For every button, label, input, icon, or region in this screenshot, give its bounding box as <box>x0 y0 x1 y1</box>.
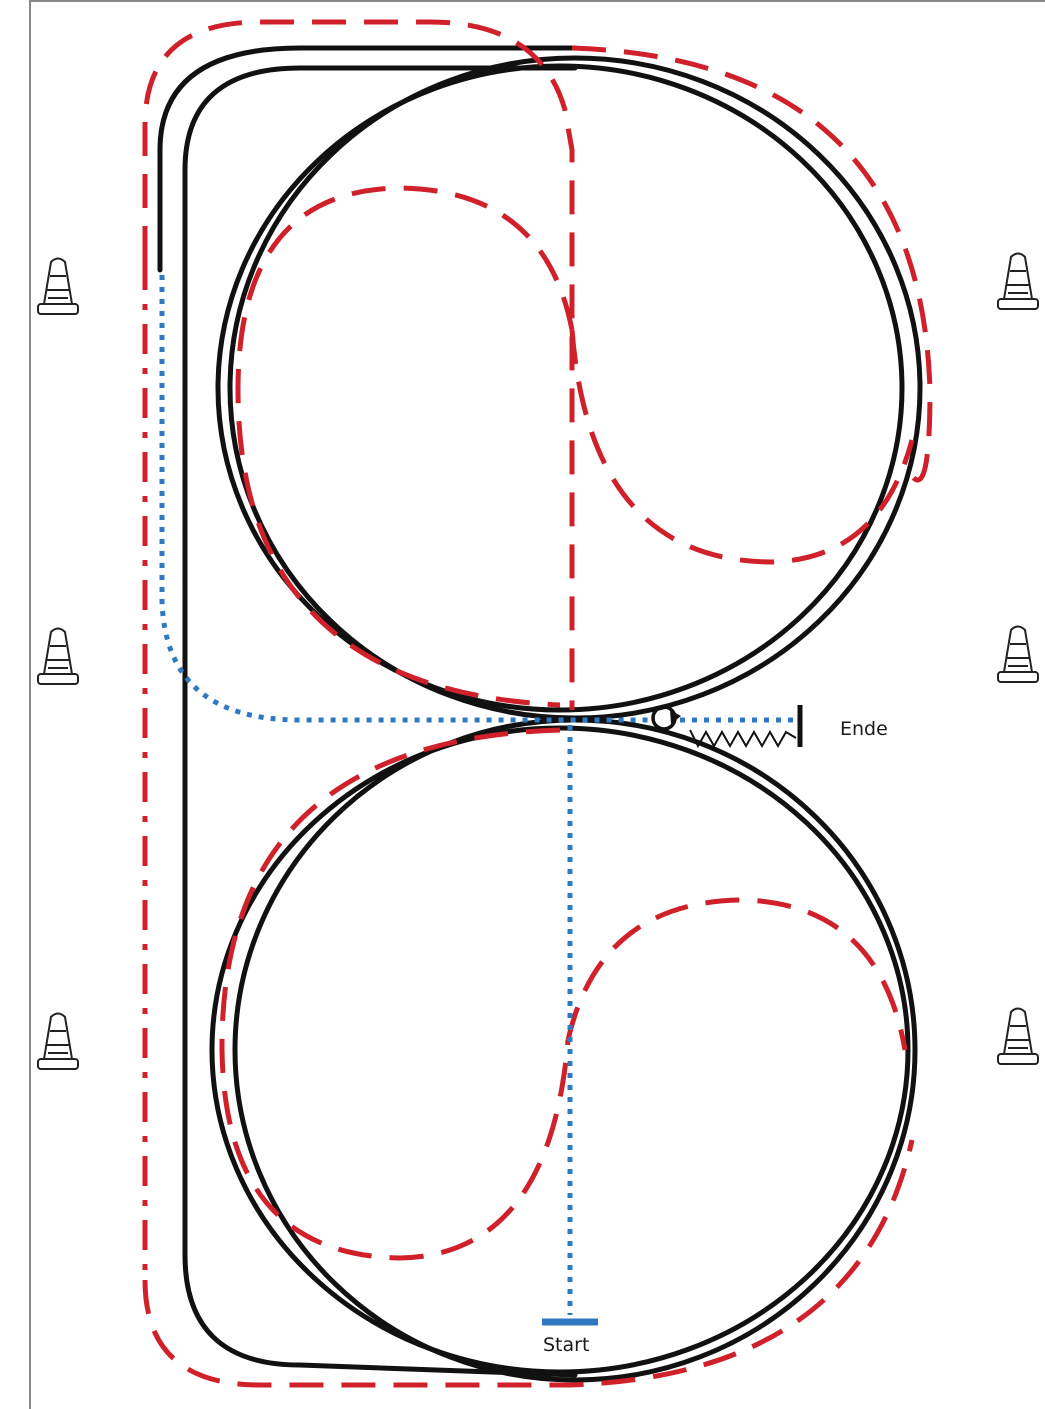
traffic-cone-icon <box>37 257 79 315</box>
red-upper-s-curve <box>569 329 915 565</box>
blue-left-route <box>159 275 655 723</box>
red-upper-right-arc <box>571 45 933 483</box>
zigzag-line-icon <box>689 729 797 749</box>
lower-circle-inner-track <box>209 725 911 1375</box>
lower-circle-outer-track <box>232 717 918 1383</box>
turn-arrow-icon <box>670 710 681 724</box>
red-bottom-route <box>142 1139 915 1388</box>
left-inner-track <box>182 65 578 1378</box>
red-upper-loop <box>235 185 575 708</box>
red-outer-route <box>142 19 575 710</box>
red-lower-right-arc <box>565 897 908 1051</box>
end-marker <box>651 705 803 749</box>
traffic-cone-icon <box>997 625 1039 683</box>
left-outer-track <box>157 45 578 273</box>
traffic-cone-icon <box>997 252 1039 310</box>
red-lower-left-arc <box>219 727 571 1261</box>
traffic-cone-icon <box>37 1012 79 1070</box>
traffic-cone-icon <box>997 1007 1039 1065</box>
page-frame <box>29 0 1045 1409</box>
traffic-cone-icon <box>37 627 79 685</box>
red-routes <box>142 19 933 1388</box>
upper-circle-outer-track <box>227 55 923 721</box>
end-label: Ende <box>840 718 888 740</box>
start-label: Start <box>543 1334 589 1356</box>
blue-routes <box>159 275 800 1326</box>
